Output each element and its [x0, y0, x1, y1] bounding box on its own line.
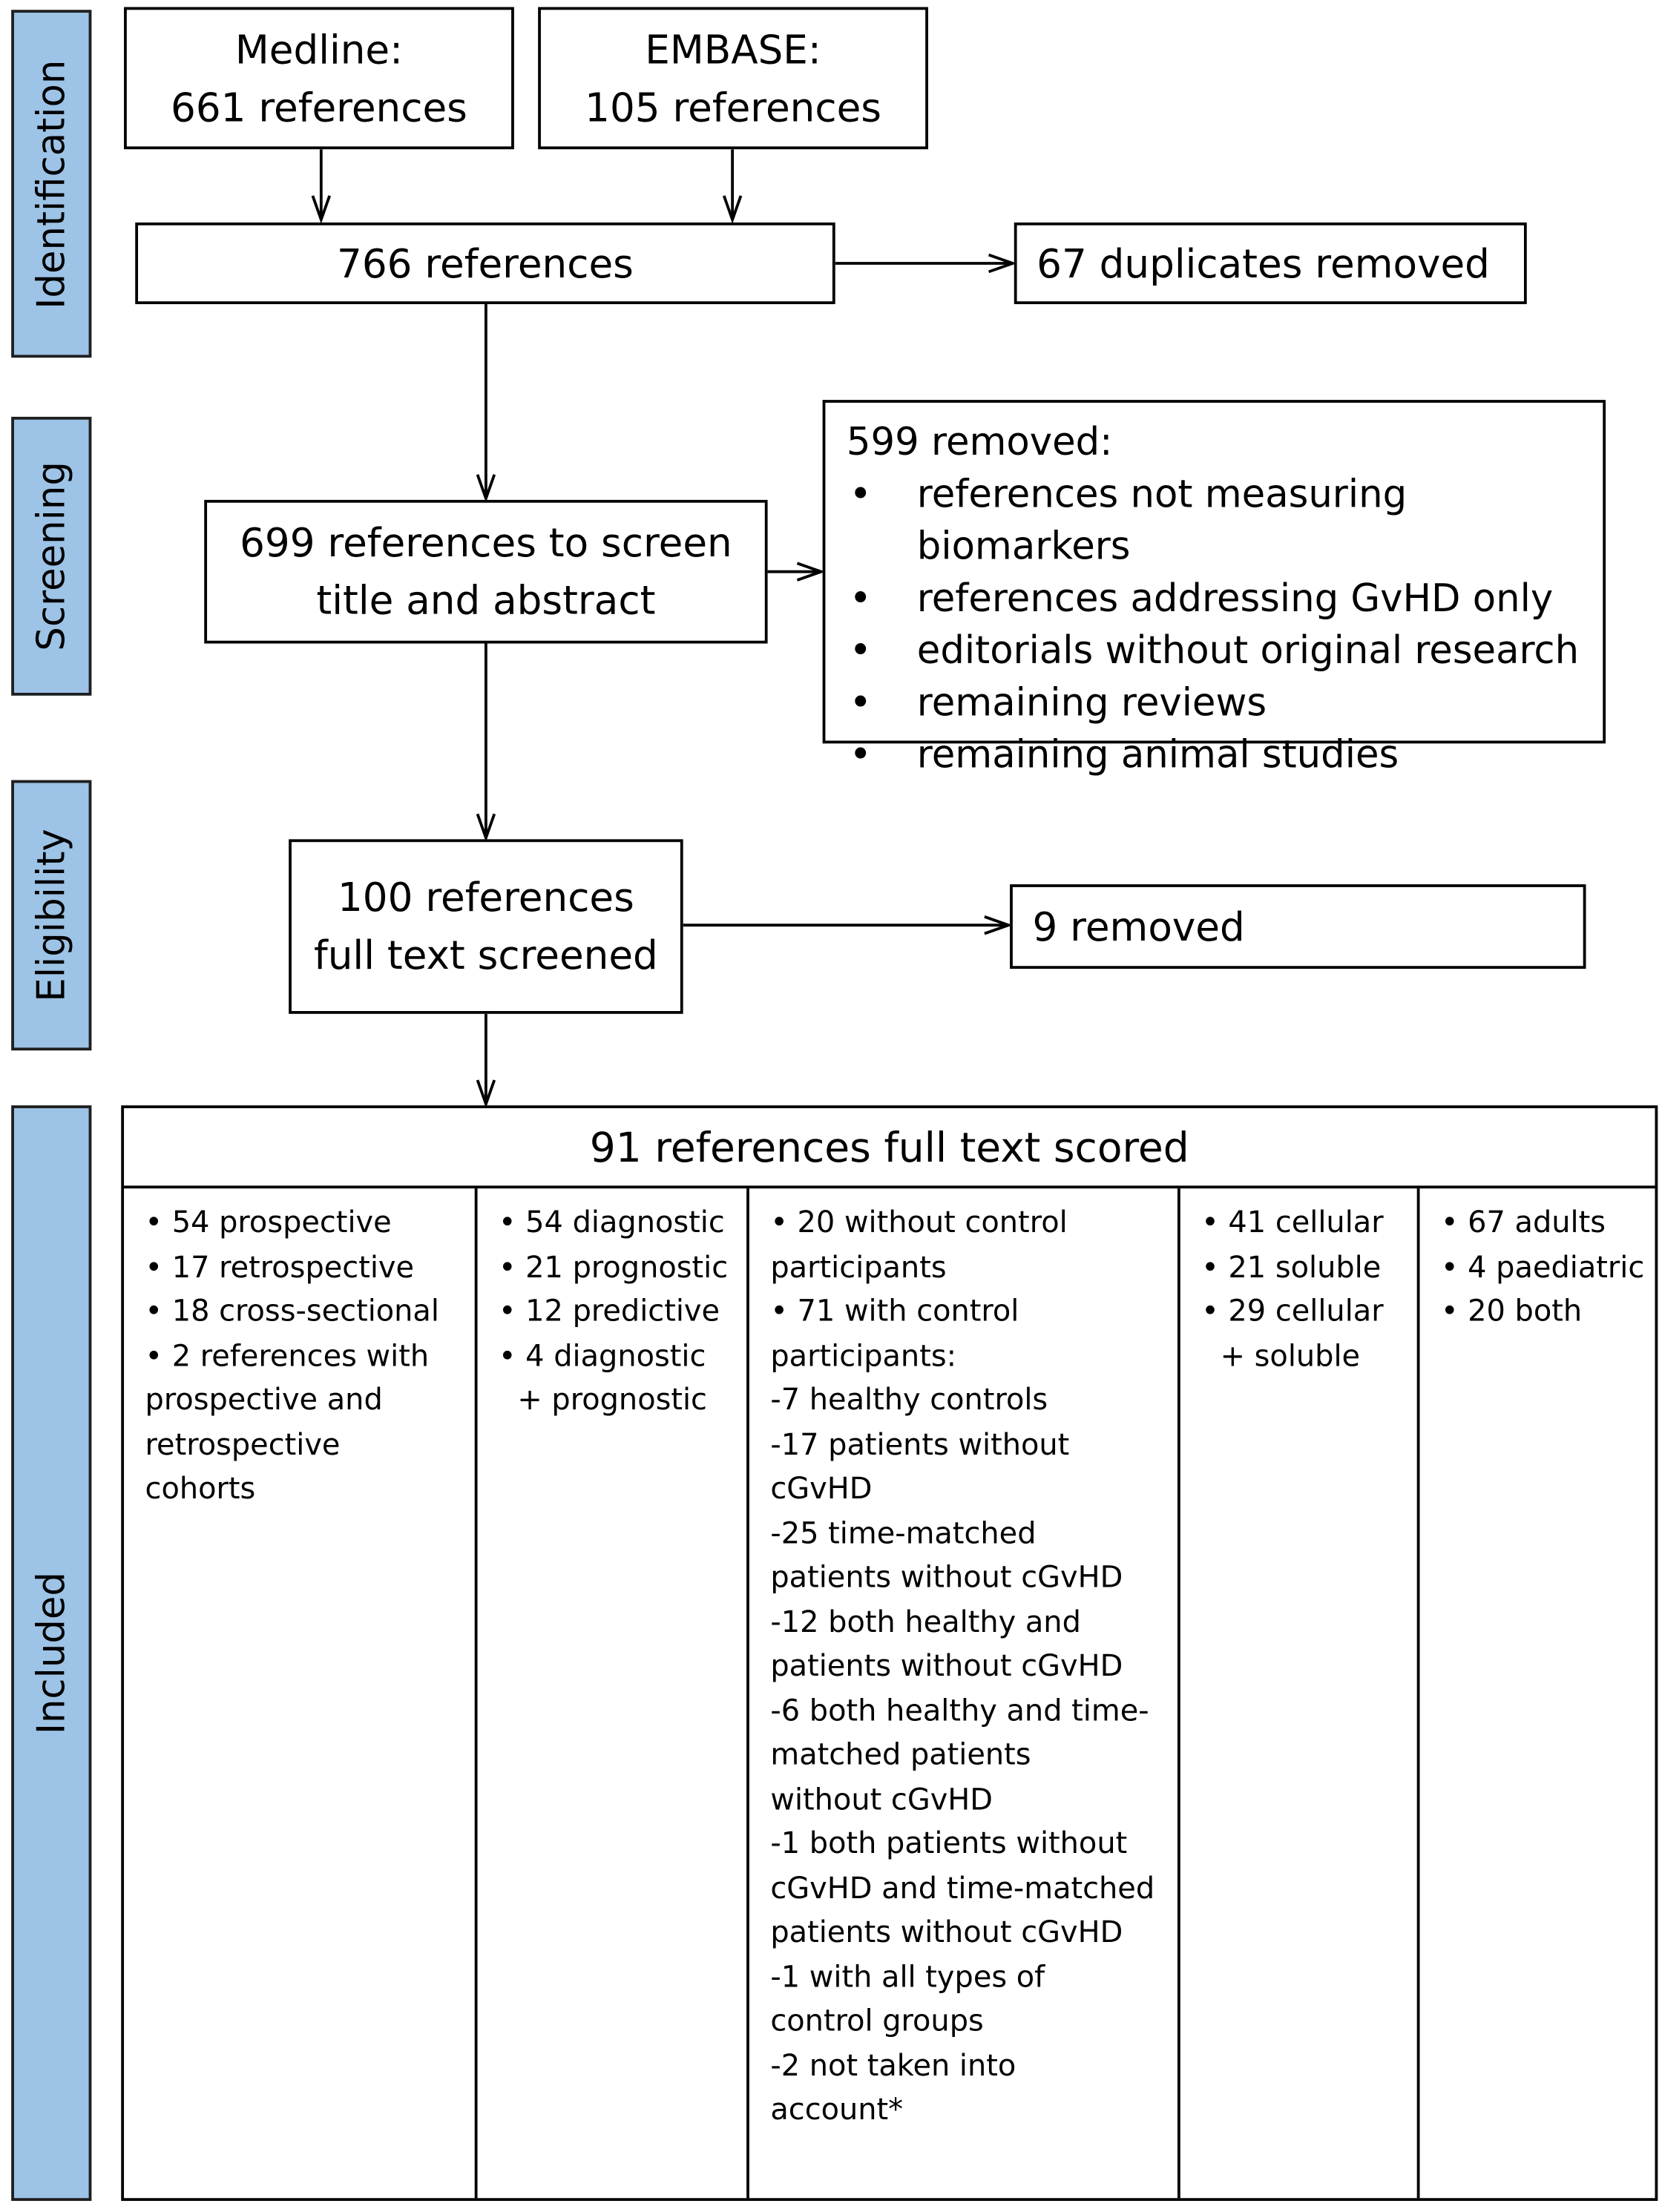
list-item: • 71 with control: [770, 1294, 1019, 1329]
list-item: • 12 predictive: [498, 1294, 720, 1329]
list-item: • 4 diagnostic: [498, 1338, 706, 1372]
list-item: • 18 cross-sectional: [145, 1294, 439, 1329]
combined-box: 766 references: [135, 222, 835, 305]
list-item: -25 time-matched: [770, 1515, 1037, 1550]
list-item: -7 healthy controls: [770, 1383, 1048, 1417]
list-item: • 54 prospective: [145, 1205, 392, 1240]
list-item: matched patients: [770, 1737, 1031, 1772]
list-item: -17 patients without: [770, 1426, 1070, 1461]
list-item: • 2 references with: [145, 1338, 430, 1372]
list-item: participants:: [770, 1338, 957, 1372]
list-item: editorials without original research: [847, 625, 1580, 677]
fulltext-removed: 9 removed: [1032, 903, 1245, 950]
fulltext-line1: 100 references: [337, 874, 634, 921]
list-item: • 54 diagnostic: [498, 1205, 725, 1240]
included-columns: • 54 prospective • 17 retrospective • 18…: [124, 1188, 1658, 2199]
list-item: patients without cGvHD: [770, 1560, 1123, 1594]
phase-eligibility-label: Eligibility: [29, 829, 73, 1002]
list-item: • 67 adults: [1440, 1205, 1606, 1240]
population-column: • 67 adults • 4 paediatric • 20 both: [1416, 1188, 1658, 2199]
list-item: + prognostic: [498, 1383, 707, 1417]
included-title: 91 references full text scored: [124, 1108, 1655, 1189]
embase-label: EMBASE:: [645, 26, 821, 73]
combined-count: 766 references: [337, 240, 634, 287]
list-item: -2 not taken into: [770, 2048, 1016, 2082]
phase-screening-label: Screening: [29, 461, 73, 651]
screen-line2: title and abstract: [316, 577, 656, 624]
purpose-column: • 54 diagnostic • 21 prognostic • 12 pre…: [474, 1188, 746, 2199]
medline-label: Medline:: [234, 26, 404, 73]
embase-count: 105 references: [585, 83, 881, 131]
list-item: without cGvHD: [770, 1782, 993, 1816]
list-item: -12 both healthy and: [770, 1604, 1081, 1639]
medline-count: 661 references: [171, 83, 467, 131]
list-item: prospective and: [145, 1383, 383, 1417]
phase-eligibility: Eligibility: [11, 780, 92, 1051]
screen-line1: 699 references to screen: [240, 519, 732, 567]
screen-removed-list: references not measuring biomarkers refe…: [847, 469, 1580, 781]
medline-box: Medline: 661 references: [124, 7, 514, 150]
phase-identification-label: Identification: [29, 59, 73, 309]
list-item: account*: [770, 2092, 904, 2127]
list-item: cohorts: [145, 1471, 256, 1506]
phase-screening: Screening: [11, 416, 92, 696]
list-item: • 4 paediatric: [1440, 1249, 1645, 1284]
duplicates-removed: 67 duplicates removed: [1037, 240, 1490, 287]
screen-box: 699 references to screen title and abstr…: [204, 499, 768, 644]
list-item: -6 both healthy and time-: [770, 1693, 1149, 1728]
list-item: • 20 both: [1440, 1294, 1583, 1329]
list-item: remaining reviews: [847, 677, 1580, 729]
list-item: patients without cGvHD: [770, 1915, 1123, 1949]
embase-box: EMBASE: 105 references: [538, 7, 928, 150]
list-item: references addressing GvHD only: [847, 573, 1580, 625]
list-item: retrospective: [145, 1426, 341, 1461]
study-design-column: • 54 prospective • 17 retrospective • 18…: [124, 1188, 475, 2198]
controls-column: • 20 without control participants • 71 w…: [746, 1188, 1177, 2199]
fulltext-box: 100 references full text screened: [289, 839, 683, 1014]
phase-included-label: Included: [29, 1572, 73, 1735]
screen-removed-title: 599 removed:: [846, 421, 1113, 465]
list-item: references not measuring biomarkers: [847, 469, 1580, 573]
list-item: • 17 retrospective: [145, 1249, 415, 1284]
fulltext-removed-box: 9 removed: [1010, 884, 1586, 970]
biomarker-column: • 41 cellular • 21 soluble • 29 cellular…: [1177, 1188, 1417, 2199]
list-item: -1 with all types of: [770, 1959, 1045, 1994]
list-item: • 41 cellular: [1201, 1205, 1384, 1240]
list-item: • 20 without control: [770, 1205, 1068, 1240]
list-item: • 21 soluble: [1201, 1249, 1382, 1284]
phase-identification: Identification: [11, 10, 92, 358]
list-item: + soluble: [1201, 1338, 1361, 1372]
phase-included: Included: [11, 1105, 92, 2202]
list-item: remaining animal studies: [847, 729, 1580, 781]
screen-removed-box: 599 removed: references not measuring bi…: [822, 400, 1606, 782]
list-item: cGvHD: [770, 1471, 873, 1506]
duplicates-box: 67 duplicates removed: [1014, 222, 1527, 305]
list-item: -1 both patients without: [770, 1826, 1128, 1860]
included-box: 91 references full text scored • 54 pros…: [121, 1105, 1658, 2202]
list-item: • 29 cellular: [1201, 1294, 1384, 1329]
fulltext-line2: full text screened: [314, 932, 658, 979]
list-item: control groups: [770, 2004, 984, 2038]
list-item: participants: [770, 1249, 947, 1284]
list-item: • 21 prognostic: [498, 1249, 729, 1284]
list-item: patients without cGvHD: [770, 1648, 1123, 1683]
list-item: cGvHD and time-matched: [770, 1870, 1155, 1905]
